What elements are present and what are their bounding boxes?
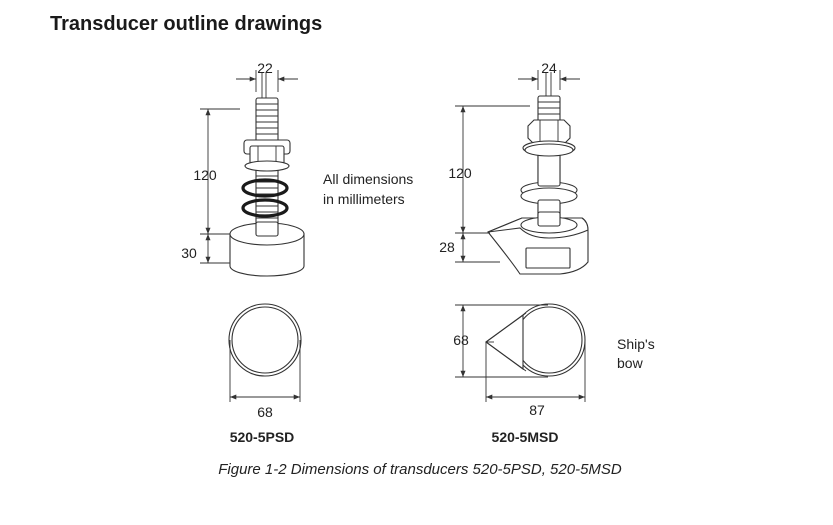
psd-top-dimension: 22: [257, 60, 273, 76]
psd-diameter-dimension: 68: [257, 404, 273, 420]
msd-dimensions: 24 120 28: [439, 60, 580, 263]
msd-top-dimension: 24: [541, 60, 557, 76]
msd-top-view: 68 87: [453, 303, 586, 418]
msd-length-dimension: 87: [529, 402, 545, 418]
msd-base-dimension: 28: [439, 239, 455, 255]
bow-note-line1: Ship's: [617, 336, 655, 352]
psd-dimensions: 22 120 30: [181, 60, 298, 264]
page-title: Transducer outline drawings: [50, 13, 323, 35]
psd-washer-ring-upper: [241, 178, 289, 198]
psd-side-view: [229, 72, 305, 277]
msd-side-view: [487, 72, 589, 275]
psd-washer-ring-lower: [241, 198, 289, 218]
bow-note-line2: bow: [617, 355, 644, 371]
psd-base-dimension: 30: [181, 245, 197, 261]
figure-caption: Figure 1-2 Dimensions of transducers 520…: [218, 461, 622, 478]
msd-height-dimension: 120: [448, 165, 472, 181]
units-note-line1: All dimensions: [323, 171, 413, 187]
msd-model-label: 520-5MSD: [492, 429, 559, 445]
psd-height-dimension: 120: [193, 167, 217, 183]
psd-model-label: 520-5PSD: [230, 429, 295, 445]
units-note-line2: in millimeters: [323, 191, 405, 207]
psd-top-view: 68: [228, 303, 302, 420]
msd-width-dimension: 68: [453, 332, 469, 348]
